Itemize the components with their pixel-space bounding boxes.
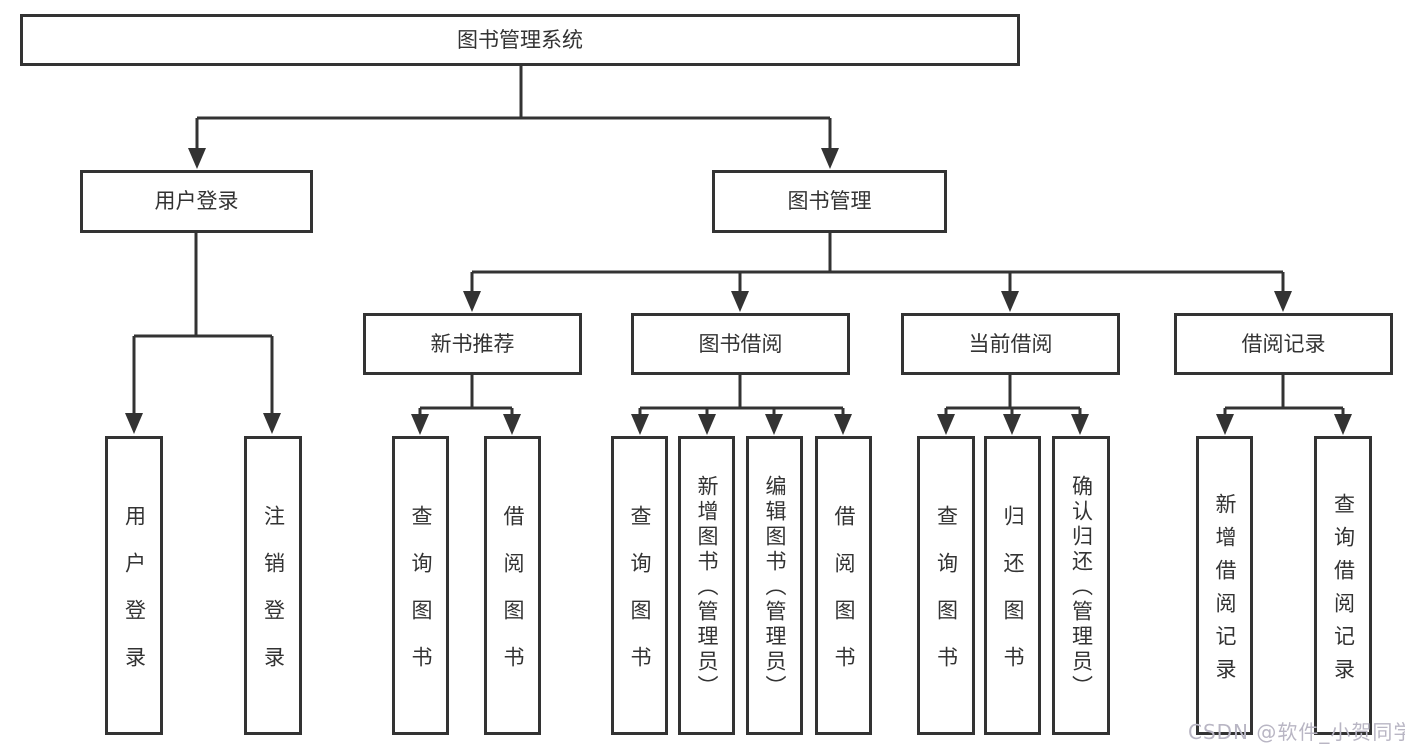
leaf-current-query: 查询图书 (917, 436, 975, 735)
node-new-book-recommend: 新书推荐 (363, 313, 582, 375)
leaf-borrow-borrow-label: 借阅图书 (832, 504, 856, 693)
node-new-book-recommend-label: 新书推荐 (430, 331, 515, 356)
leaf-newbook-borrow-label: 借阅图书 (501, 504, 525, 693)
node-user-login: 用户登录 (80, 170, 313, 233)
leaf-current-confirm-admin-label: 确认归还（管理员） (1069, 475, 1094, 700)
leaf-records-query: 查询借阅记录 (1314, 436, 1372, 735)
node-library-system-label: 图书管理系统 (457, 27, 583, 52)
leaf-borrow-query-label: 查询图书 (628, 504, 652, 693)
leaf-records-query-label: 查询借阅记录 (1331, 492, 1356, 691)
leaf-logout-login-label: 注销登录 (261, 504, 286, 693)
watermark: CSDN @软件_小贺同学 (1188, 720, 1405, 744)
leaf-logout-login: 注销登录 (244, 436, 302, 735)
leaf-newbook-query: 查询图书 (392, 436, 449, 735)
node-current-borrow-label: 当前借阅 (968, 331, 1053, 356)
node-borrow-records-label: 借阅记录 (1241, 331, 1326, 356)
leaf-borrow-query: 查询图书 (611, 436, 668, 735)
node-library-system: 图书管理系统 (20, 14, 1020, 66)
leaf-current-confirm-admin: 确认归还（管理员） (1052, 436, 1110, 735)
node-book-management: 图书管理 (712, 170, 947, 233)
leaf-user-login-label: 用户登录 (122, 504, 147, 693)
leaf-current-return-label: 归还图书 (1001, 504, 1025, 693)
leaf-borrow-add-admin: 新增图书（管理员） (678, 436, 735, 735)
node-book-borrow-label: 图书借阅 (698, 331, 783, 356)
leaf-newbook-query-label: 查询图书 (409, 504, 433, 693)
node-book-borrow: 图书借阅 (631, 313, 850, 375)
leaf-borrow-add-admin-label: 新增图书（管理员） (695, 475, 719, 700)
leaf-borrow-borrow: 借阅图书 (815, 436, 872, 735)
leaf-newbook-borrow: 借阅图书 (484, 436, 541, 735)
leaf-borrow-edit-admin-label: 编辑图书（管理员） (763, 475, 787, 700)
leaf-records-add: 新增借阅记录 (1196, 436, 1253, 735)
node-borrow-records: 借阅记录 (1174, 313, 1393, 375)
node-current-borrow: 当前借阅 (901, 313, 1120, 375)
leaf-borrow-edit-admin: 编辑图书（管理员） (746, 436, 803, 735)
leaf-current-query-label: 查询图书 (934, 504, 959, 693)
leaf-records-add-label: 新增借阅记录 (1213, 492, 1237, 691)
node-book-management-label: 图书管理 (787, 189, 872, 213)
node-user-login-label: 用户登录 (154, 189, 239, 213)
leaf-current-return: 归还图书 (984, 436, 1041, 735)
leaf-user-login: 用户登录 (105, 436, 163, 735)
